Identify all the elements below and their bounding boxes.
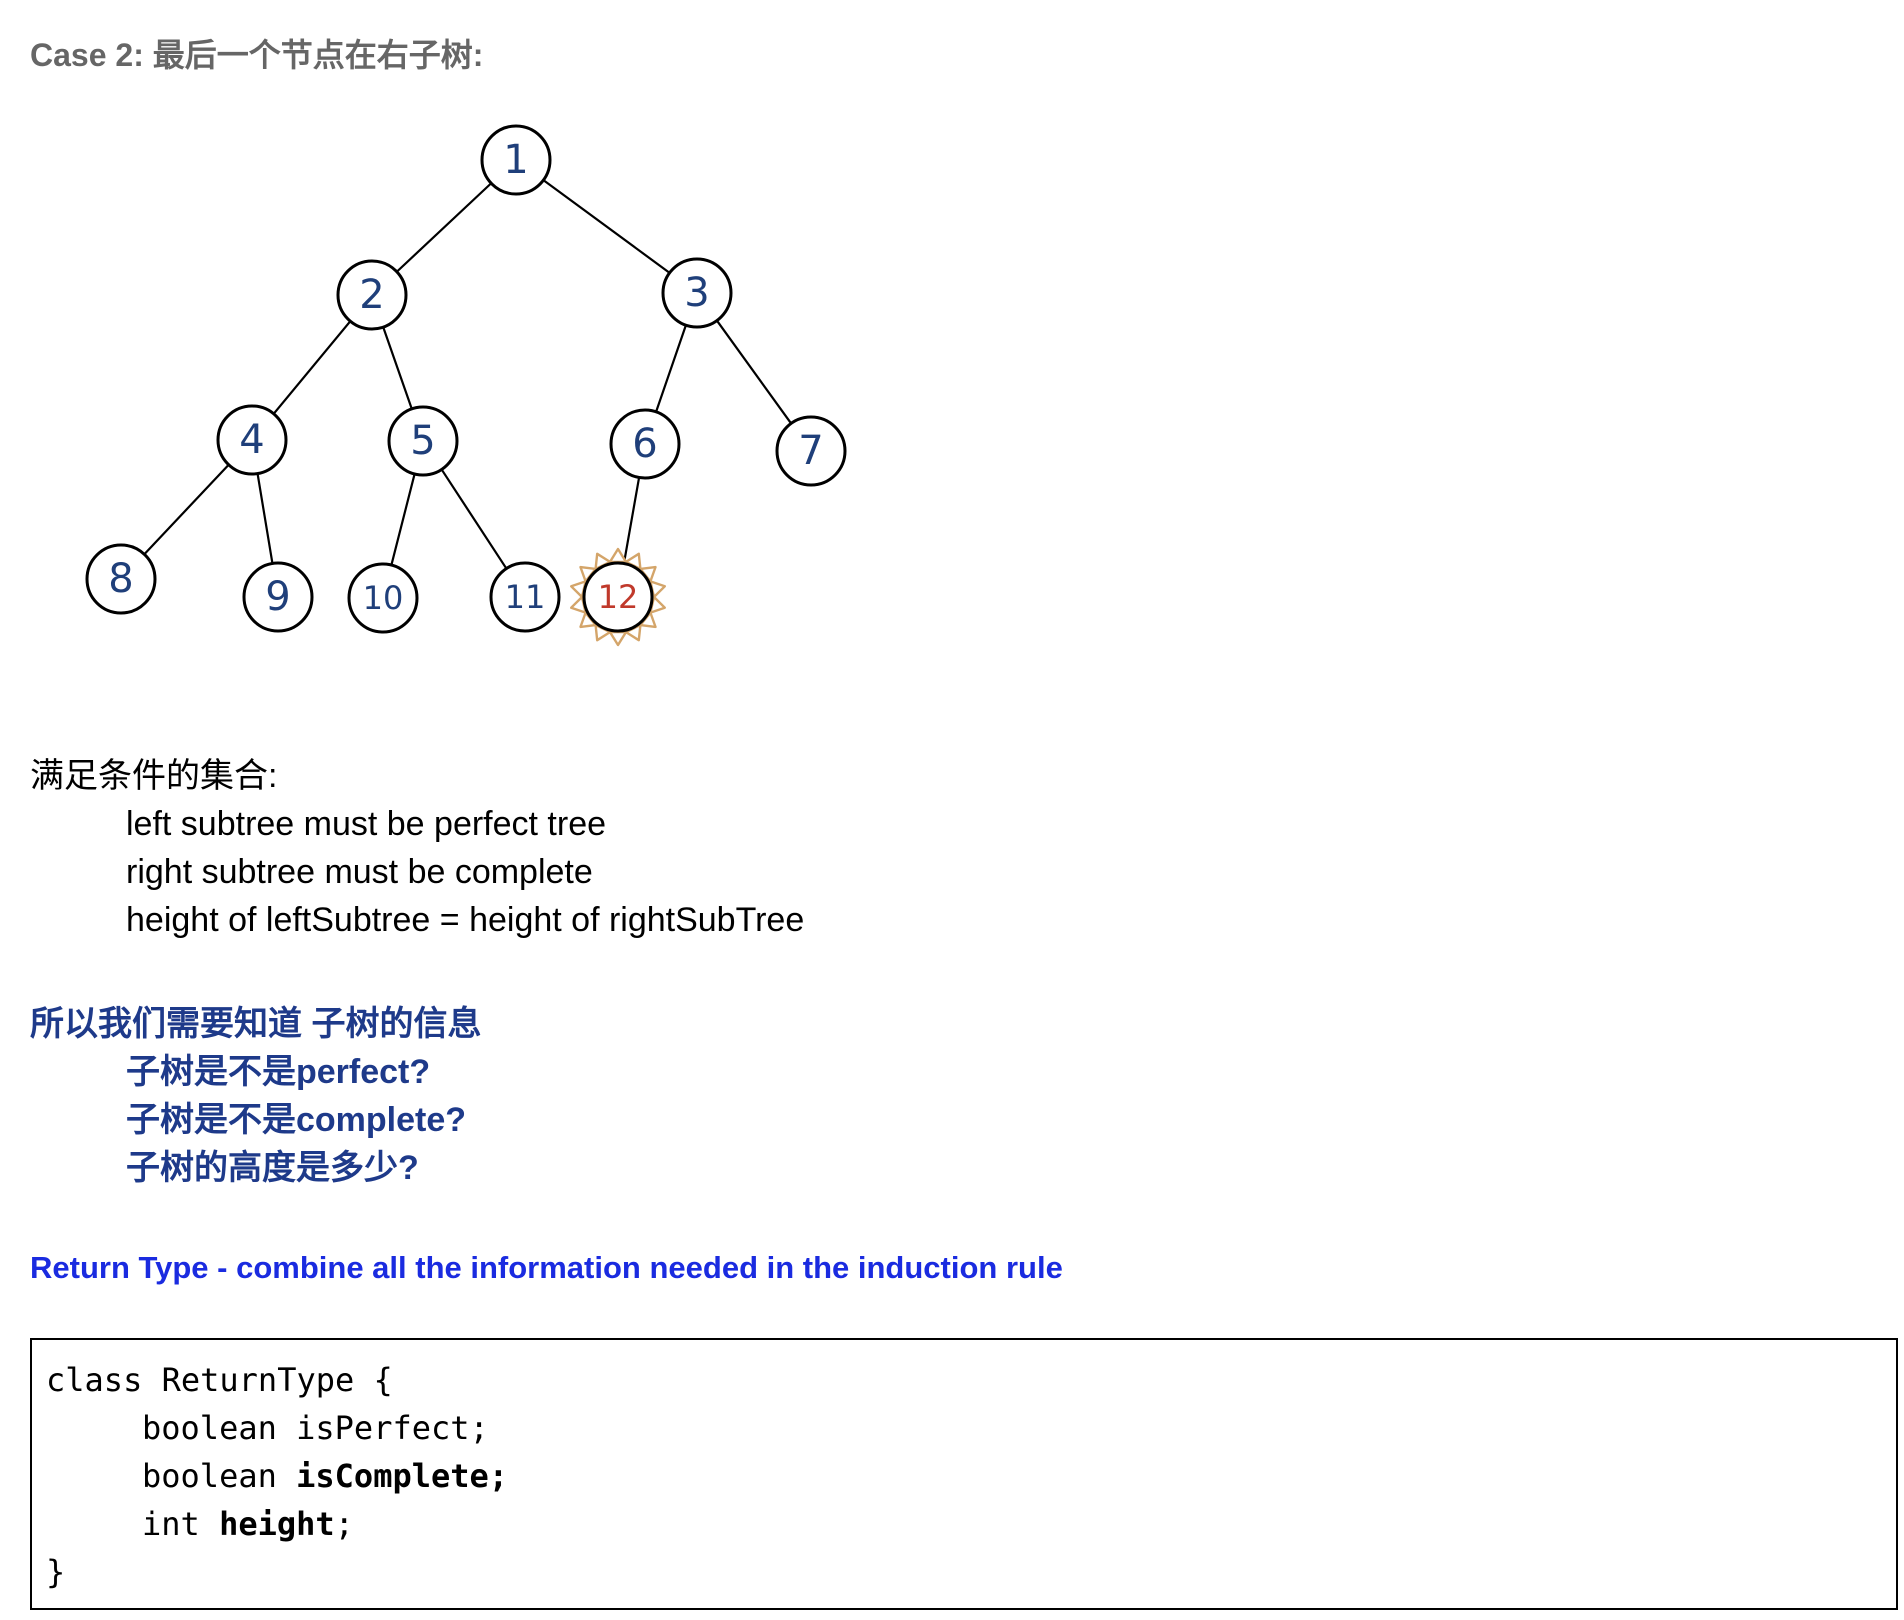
tree-node-circle bbox=[661, 257, 733, 329]
tree-node-2: 2 bbox=[336, 259, 408, 331]
tree-edge bbox=[654, 324, 688, 413]
tree-node-5: 5 bbox=[387, 405, 459, 477]
conditions-title: 满足条件的集合: bbox=[30, 757, 278, 795]
tree-node-label: 1 bbox=[503, 137, 528, 183]
tree-node-label: 10 bbox=[363, 579, 404, 617]
tree-node-label: 8 bbox=[108, 556, 133, 602]
tree-edges bbox=[143, 179, 793, 570]
tree-node-10: 10 bbox=[347, 562, 419, 634]
tree-edge bbox=[390, 472, 416, 567]
tree-node-circle bbox=[775, 415, 847, 487]
tree-edge bbox=[715, 319, 793, 425]
highlight-burst-ray bbox=[608, 630, 628, 647]
condition-item: left subtree must be perfect tree bbox=[126, 805, 607, 843]
tree-node-circle bbox=[480, 124, 552, 196]
tree-node-circle bbox=[609, 408, 681, 480]
info-needed-title: 所以我们需要知道 子树的信息 bbox=[30, 1005, 482, 1043]
tree-edge bbox=[440, 468, 508, 570]
tree-node-4: 4 bbox=[216, 404, 288, 476]
tree-node-label: 2 bbox=[359, 272, 384, 318]
tree-edge bbox=[272, 320, 352, 415]
tree-edge bbox=[382, 325, 413, 411]
tree-node-1: 1 bbox=[480, 124, 552, 196]
tree-node-label: 5 bbox=[410, 418, 435, 464]
condition-item: right subtree must be complete bbox=[126, 853, 593, 891]
tree-node-6: 6 bbox=[609, 408, 681, 480]
tree-node-label: 11 bbox=[505, 578, 546, 616]
page-heading: Case 2: 最后一个节点在右子树: bbox=[30, 37, 484, 73]
info-needed-item: 子树是不是complete? bbox=[126, 1101, 467, 1139]
highlight-burst-ray bbox=[608, 547, 628, 564]
tree-edge bbox=[143, 463, 230, 556]
tree-edge bbox=[542, 179, 671, 274]
code-line: class ReturnType { bbox=[46, 1361, 393, 1399]
tree-node-label: 6 bbox=[632, 421, 657, 467]
info-needed-block: 所以我们需要知道 子树的信息 子树是不是perfect? 子树是不是comple… bbox=[30, 1000, 481, 1192]
tree-node-circle bbox=[85, 543, 157, 615]
tree-node-label: 9 bbox=[265, 574, 290, 620]
info-needed-item: 子树的高度是多少? bbox=[126, 1149, 419, 1187]
tree-node-circle bbox=[489, 561, 561, 633]
tree-node-circle bbox=[347, 562, 419, 634]
tree-node-circle bbox=[387, 405, 459, 477]
tree-node-12: 12 bbox=[570, 547, 666, 647]
tree-edge bbox=[256, 472, 274, 565]
condition-item: height of leftSubtree = height of rightS… bbox=[126, 901, 805, 939]
return-type-heading: Return Type - combine all the informatio… bbox=[30, 1250, 1063, 1285]
tree-node-label: 12 bbox=[598, 578, 639, 616]
code-line: int height; bbox=[142, 1505, 354, 1543]
tree-node-label: 7 bbox=[798, 428, 823, 474]
tree-node-circle bbox=[242, 561, 314, 633]
tree-edge bbox=[622, 476, 641, 565]
tree-node-circle bbox=[336, 259, 408, 331]
tree-node-label: 4 bbox=[239, 417, 264, 463]
tree-node-9: 9 bbox=[242, 561, 314, 633]
tree-node-circle bbox=[582, 561, 654, 633]
tree-node-11: 11 bbox=[489, 561, 561, 633]
tree-node-circle bbox=[216, 404, 288, 476]
tree-node-8: 8 bbox=[85, 543, 157, 615]
tree-node-3: 3 bbox=[661, 257, 733, 329]
info-needed-item: 子树是不是perfect? bbox=[126, 1053, 431, 1091]
tree-node-label: 3 bbox=[684, 270, 709, 316]
code-line: boolean isComplete; bbox=[142, 1457, 509, 1495]
code-block: class ReturnType { boolean isPerfect; bool… bbox=[30, 1338, 1898, 1610]
tree-edge bbox=[395, 182, 493, 273]
code-line: } bbox=[46, 1553, 66, 1591]
conditions-block: 满足条件的集合: left subtree must be perfect tr… bbox=[30, 752, 804, 944]
tree-node-7: 7 bbox=[775, 415, 847, 487]
code-line: boolean isPerfect; bbox=[142, 1409, 489, 1447]
